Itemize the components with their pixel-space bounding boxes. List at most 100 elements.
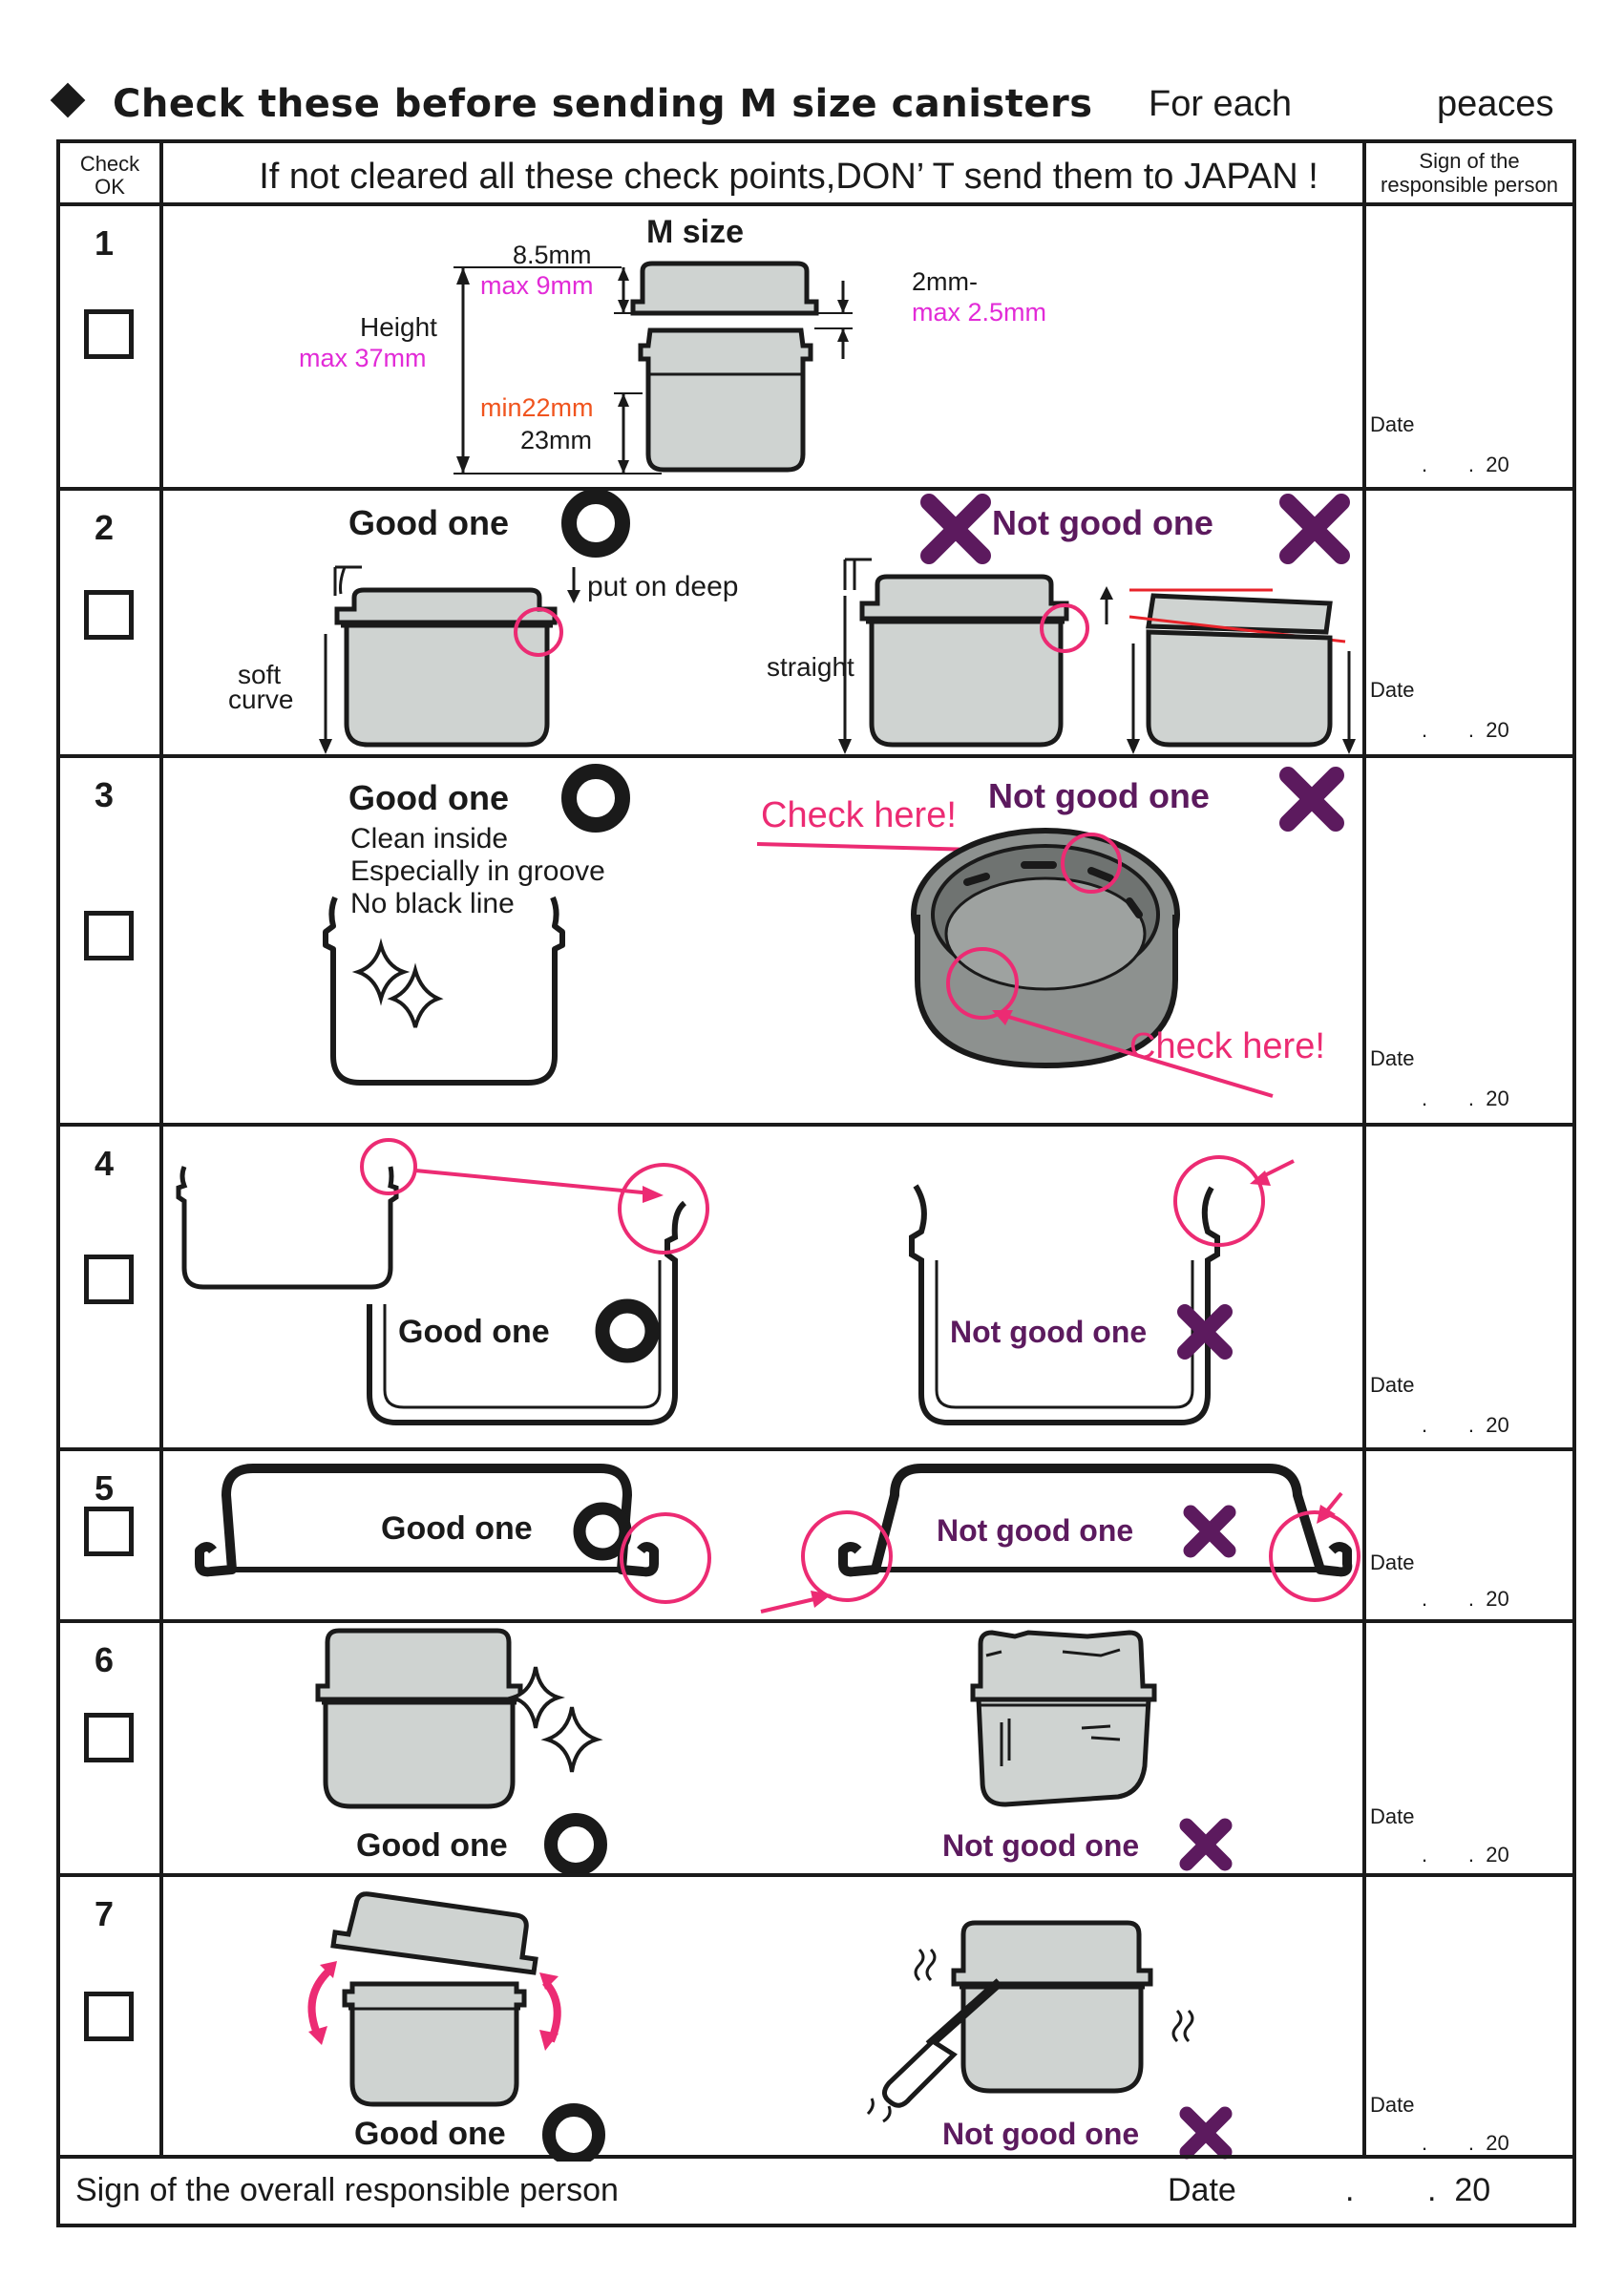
m-size-dimension-diagram: M size <box>299 214 1046 475</box>
svg-text:8.5mm: 8.5mm <box>513 241 592 269</box>
svg-text:Good one: Good one <box>354 2116 506 2152</box>
footer-sign-row: Sign of the overall responsible person D… <box>60 2155 1572 2224</box>
lid-fit-diagram: Good one put on deep soft curve Not good… <box>228 491 1356 754</box>
check-row-3: 3 Date . . 20 Good one Clean inside Espe… <box>60 758 1572 1123</box>
cross-icon <box>920 494 991 564</box>
date-field[interactable]: . . 20 <box>1422 1086 1509 1110</box>
warning-header: If not cleared all these check points,DO… <box>259 157 1318 197</box>
good-circle-icon <box>561 764 630 833</box>
footer-date-label: Date <box>1168 2172 1236 2208</box>
checklist-table: Check OK If not cleared all these check … <box>56 139 1576 2227</box>
sparkle-icon <box>351 938 411 1006</box>
svg-text:curve: curve <box>228 685 293 714</box>
good-circle-icon <box>561 491 630 558</box>
check-row-6: 6 Date . . 20 Good one Not good one <box>60 1623 1572 1873</box>
svg-text:min22mm: min22mm <box>480 393 594 422</box>
date-field[interactable]: . . 20 <box>1422 1843 1509 1867</box>
sign-header: Sign of the responsible person <box>1381 149 1558 197</box>
footer-date-year[interactable]: . 20 <box>1427 2172 1491 2208</box>
sparkle-icon <box>540 1706 603 1773</box>
diamond-bullet-icon <box>50 82 86 118</box>
row-number: 1 <box>95 223 115 263</box>
m-size-title: M size <box>646 214 744 250</box>
good-circle-icon <box>544 1813 607 1873</box>
check-box[interactable] <box>84 1255 134 1304</box>
cross-icon <box>1179 2106 1233 2160</box>
lid-removal-diagram: Good one Not good one <box>307 1891 1233 2162</box>
check-row-5: 5 Date . . 20 Good one Not good one <box>60 1451 1572 1619</box>
check-row-2: 2 Date . . 20 Good one put on deep soft … <box>60 491 1572 754</box>
check-row-1: 1 Date . . 20 M size <box>60 206 1572 487</box>
check-box[interactable] <box>84 1992 134 2041</box>
svg-text:max 2.5mm: max 2.5mm <box>912 298 1046 327</box>
svg-text:No black line: No black line <box>350 888 515 919</box>
good-circle-icon <box>573 1502 632 1561</box>
not-good-label: Not good one <box>992 503 1213 542</box>
svg-text:soft: soft <box>238 660 281 689</box>
cross-icon <box>1183 1505 1236 1558</box>
svg-text:max 9mm: max 9mm <box>480 271 594 300</box>
date-label: Date <box>1370 1804 1415 1828</box>
row-number: 7 <box>95 1894 115 1933</box>
row-divider <box>60 1873 1572 1877</box>
good-label: Good one <box>348 503 509 542</box>
svg-text:2mm-: 2mm- <box>912 267 978 296</box>
svg-text:Good one: Good one <box>356 1827 508 1864</box>
column-divider <box>159 143 163 2155</box>
date-field[interactable]: . . 20 <box>1422 1413 1509 1437</box>
canister-lid <box>630 261 819 316</box>
date-label: Date <box>1370 1373 1415 1397</box>
check-box[interactable] <box>84 309 134 359</box>
check-here-label: Check here! <box>761 795 957 835</box>
canister-shape-diagram: Good one Not good one <box>315 1628 1233 1873</box>
row-number: 6 <box>95 1640 115 1679</box>
date-label: Date <box>1370 678 1415 702</box>
svg-text:Good one: Good one <box>381 1510 533 1547</box>
row-number: 4 <box>95 1144 115 1183</box>
row-divider <box>60 1619 1572 1623</box>
svg-text:Not good one: Not good one <box>988 776 1210 815</box>
footer-date-dot: . <box>1345 2172 1355 2208</box>
date-field[interactable]: . . 20 <box>1422 1587 1509 1611</box>
check-box[interactable] <box>84 1713 134 1762</box>
svg-text:Not good one: Not good one <box>942 2117 1139 2151</box>
page-title: Check these before sending M size canist… <box>113 82 1093 126</box>
svg-text:Not good one: Not good one <box>950 1315 1147 1349</box>
svg-text:max 37mm: max 37mm <box>299 344 427 372</box>
date-label: Date <box>1370 1046 1415 1070</box>
date-field[interactable]: . . 20 <box>1422 2131 1509 2155</box>
sparkle-icon <box>387 962 444 1028</box>
date-label: Date <box>1370 1550 1415 1574</box>
overall-sign-label: Sign of the overall responsible person <box>75 2172 619 2208</box>
svg-text:Good one: Good one <box>398 1314 550 1350</box>
date-label: Date <box>1370 2093 1415 2117</box>
clean-inside-diagram: Good one Clean inside Especially in groo… <box>323 764 1344 1098</box>
peaces-label: peaces <box>1437 84 1554 124</box>
row-divider <box>60 202 1572 206</box>
check-ok-header: Check OK <box>79 152 140 199</box>
row-number: 5 <box>95 1468 115 1508</box>
svg-text:put on deep: put on deep <box>587 571 738 602</box>
svg-text:Not good one: Not good one <box>937 1513 1133 1548</box>
date-field[interactable]: . . 20 <box>1422 453 1509 476</box>
check-row-4: 4 Date . . 20 Good one Not good one <box>60 1127 1572 1447</box>
check-box[interactable] <box>84 911 134 960</box>
svg-text:Not good one: Not good one <box>942 1828 1139 1863</box>
cross-icon <box>1279 494 1350 564</box>
good-circle-icon <box>595 1298 660 1363</box>
column-divider <box>1362 143 1366 2155</box>
cross-icon <box>1177 1304 1233 1360</box>
row-divider <box>60 754 1572 758</box>
svg-text:Good one: Good one <box>348 778 509 817</box>
check-box[interactable] <box>84 1507 134 1556</box>
canister-body <box>638 327 813 473</box>
rim-shape-diagram: Good one Not good one <box>176 1138 1295 1425</box>
svg-text:23mm: 23mm <box>520 426 592 454</box>
lid-flange-diagram: Good one Not good one <box>195 1464 1360 1614</box>
cross-icon <box>1179 1818 1233 1871</box>
row-divider <box>60 487 1572 491</box>
svg-text:straight: straight <box>767 652 854 682</box>
check-box[interactable] <box>84 590 134 640</box>
cross-icon <box>1279 767 1344 832</box>
date-field[interactable]: . . 20 <box>1422 718 1509 742</box>
